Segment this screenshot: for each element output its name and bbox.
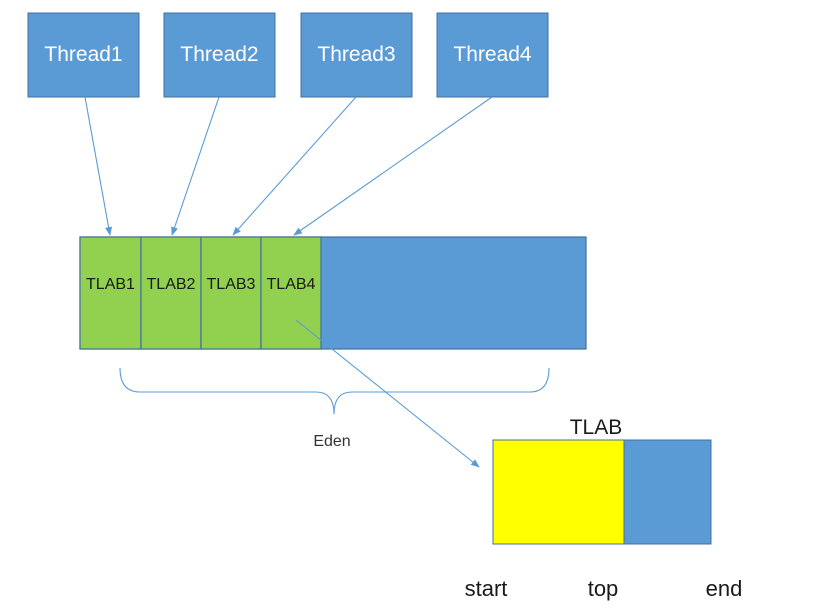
- thread-1: Thread1: [27, 12, 140, 98]
- thread-4: Thread4: [436, 12, 549, 98]
- tlab-2-label: TLAB2: [147, 276, 196, 293]
- tlab-3-label: TLAB3: [207, 276, 256, 293]
- pointer-top-label: top: [588, 576, 619, 601]
- tlab-1-cell: [79, 236, 142, 350]
- eden-label: Eden: [313, 433, 350, 450]
- tlab-3: TLAB3: [200, 236, 262, 350]
- eden-brace: [119, 367, 550, 415]
- thread-4-label: Thread4: [453, 43, 532, 66]
- thread-1-box: [27, 12, 140, 98]
- arrow-thread3-tlab3: [232, 96, 357, 236]
- tlab-2: TLAB2: [140, 236, 202, 350]
- arrow-thread4-tlab4: [293, 96, 493, 236]
- tlab-4: TLAB4: [260, 236, 322, 350]
- tlab-4-label: TLAB4: [267, 276, 316, 293]
- thread-1-label: Thread1: [44, 43, 122, 66]
- tlab-1-label: TLAB1: [86, 276, 135, 293]
- thread-3-label: Thread3: [317, 43, 395, 66]
- arrow-thread1-tlab1: [84, 96, 113, 236]
- thread-3-box: [300, 12, 413, 98]
- arrow-thread2-tlab2: [171, 96, 220, 236]
- tlab-3-cell: [200, 236, 262, 350]
- tlab-4-cell: [260, 236, 322, 350]
- pointer-start-label: start: [465, 576, 508, 601]
- tlab-detail-free: [623, 439, 712, 545]
- tlab-detail-title: TLAB: [570, 416, 623, 439]
- pointer-end-label: end: [706, 576, 743, 601]
- tlab-detail-used: [492, 439, 625, 545]
- arrow-tlab4-detail: [295, 319, 480, 468]
- tlab-2-cell: [140, 236, 202, 350]
- thread-2: Thread2: [163, 12, 276, 98]
- thread-4-box: [436, 12, 549, 98]
- thread-3: Thread3: [300, 12, 413, 98]
- thread-2-label: Thread2: [180, 43, 258, 66]
- thread-2-box: [163, 12, 276, 98]
- tlab-1: TLAB1: [79, 236, 142, 350]
